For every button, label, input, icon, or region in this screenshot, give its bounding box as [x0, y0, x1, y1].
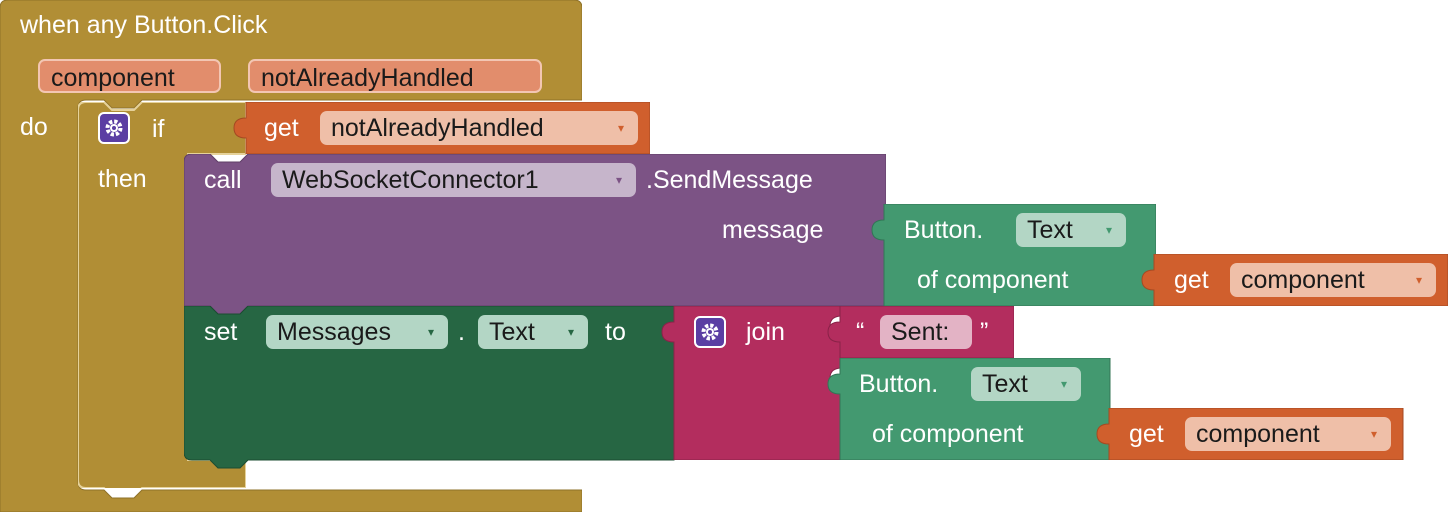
message-property-dropdown[interactable]: Text ▾ — [1016, 213, 1126, 247]
if-block-shape — [78, 102, 246, 488]
param-not-already-handled[interactable]: notAlreadyHandled — [248, 59, 542, 93]
chevron-down-icon: ▾ — [1060, 377, 1067, 391]
join-prop-prefix: Button. — [859, 370, 939, 398]
close-quote: ” — [980, 318, 989, 346]
chevron-down-icon: ▾ — [427, 325, 434, 339]
message-prop-prefix: Button. — [904, 216, 984, 244]
param-component[interactable]: component — [38, 59, 221, 93]
condition-variable-label: notAlreadyHandled — [331, 114, 544, 142]
get-not-already-handled-block[interactable]: get notAlreadyHandled ▾ — [230, 102, 650, 154]
gear-icon — [701, 323, 719, 341]
event-block-shape — [0, 0, 582, 512]
join-property-block[interactable]: Button. Text ▾ of component — [824, 358, 1112, 460]
join-block[interactable]: join — [658, 306, 842, 460]
message-property-label: Text — [1027, 216, 1073, 244]
join-property-dropdown[interactable]: Text ▾ — [971, 367, 1081, 401]
set-component-dropdown[interactable]: Messages ▾ — [266, 315, 448, 349]
join-get-variable-dropdown[interactable]: component ▾ — [1185, 417, 1391, 451]
gear-icon — [105, 119, 123, 137]
chevron-down-icon: ▾ — [1370, 427, 1377, 441]
event-block[interactable]: when any Button.Click component notAlrea… — [0, 0, 582, 512]
chevron-down-icon: ▾ — [617, 121, 624, 135]
call-send-message-block[interactable]: call WebSocketConnector1 ▾ .SendMessage … — [184, 154, 886, 315]
param-not-already-handled-label: notAlreadyHandled — [261, 64, 474, 92]
chevron-down-icon: ▾ — [1105, 223, 1112, 237]
mutator-gear-button[interactable] — [98, 112, 130, 144]
set-property-label: Text — [489, 318, 535, 346]
join-property-label: Text — [982, 370, 1028, 398]
chevron-down-icon: ▾ — [567, 325, 574, 339]
message-get-label: get — [1174, 266, 1209, 294]
join-get-component-block[interactable]: get component ▾ — [1093, 408, 1405, 460]
message-get-component-block[interactable]: get component ▾ — [1138, 254, 1448, 306]
set-property-dropdown[interactable]: Text ▾ — [478, 315, 588, 349]
text-literal-value: Sent: — [891, 318, 950, 346]
if-label: if — [152, 115, 165, 143]
text-literal-block[interactable]: “ Sent: ” — [824, 306, 1014, 358]
open-quote: “ — [856, 318, 865, 346]
condition-variable-dropdown[interactable]: notAlreadyHandled ▾ — [320, 111, 638, 145]
set-dot: . — [458, 318, 465, 346]
event-header: when any Button.Click — [20, 11, 268, 39]
message-get-variable-label: component — [1241, 266, 1365, 294]
text-literal-field[interactable]: Sent: — [880, 315, 972, 349]
condition-get-label: get — [264, 114, 299, 142]
call-label: call — [204, 166, 242, 194]
join-get-variable-label: component — [1196, 420, 1320, 448]
component-dropdown[interactable]: WebSocketConnector1 ▾ — [271, 163, 636, 197]
join-get-label: get — [1129, 420, 1164, 448]
message-get-variable-dropdown[interactable]: component ▾ — [1230, 263, 1436, 297]
param-component-label: component — [51, 64, 175, 92]
chevron-down-icon: ▾ — [615, 173, 622, 187]
set-messages-text-block[interactable]: set Messages ▾ . Text ▾ to — [184, 306, 676, 469]
join-label: join — [746, 318, 785, 346]
method-label: .SendMessage — [646, 166, 813, 194]
message-property-block[interactable]: Button. Text ▾ of component — [868, 204, 1156, 306]
set-label: set — [204, 318, 238, 346]
join-mutator-gear-button[interactable] — [694, 316, 726, 348]
set-component-label: Messages — [277, 318, 391, 346]
then-label: then — [98, 165, 147, 193]
component-dropdown-label: WebSocketConnector1 — [282, 166, 539, 194]
join-of-component-label: of component — [872, 420, 1024, 448]
do-label: do — [20, 113, 48, 141]
message-socket-label: message — [722, 216, 824, 244]
message-of-component-label: of component — [917, 266, 1069, 294]
chevron-down-icon: ▾ — [1415, 273, 1422, 287]
if-block[interactable]: if then — [78, 102, 246, 488]
to-label: to — [605, 318, 626, 346]
